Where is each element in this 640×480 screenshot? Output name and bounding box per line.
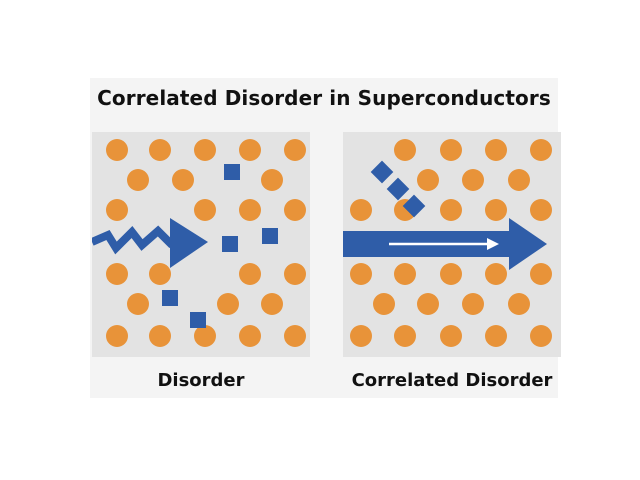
atom-circle bbox=[284, 263, 306, 285]
atom-circle bbox=[462, 293, 484, 315]
atom-circle bbox=[508, 293, 530, 315]
atom-circle bbox=[394, 263, 416, 285]
defect-square bbox=[190, 312, 206, 328]
defect-square bbox=[222, 236, 238, 252]
atom-circle bbox=[149, 263, 171, 285]
atom-circle bbox=[239, 325, 261, 347]
atom-circle bbox=[284, 139, 306, 161]
atom-circle bbox=[440, 199, 462, 221]
atom-circle bbox=[172, 169, 194, 191]
atom-circle bbox=[239, 139, 261, 161]
atom-circle bbox=[417, 169, 439, 191]
atom-circle bbox=[485, 263, 507, 285]
atom-circle bbox=[462, 169, 484, 191]
atom-circle bbox=[485, 325, 507, 347]
atom-circle bbox=[194, 325, 216, 347]
atom-circle bbox=[440, 325, 462, 347]
atom-circle bbox=[394, 325, 416, 347]
atom-circle bbox=[261, 169, 283, 191]
atom-circle bbox=[149, 139, 171, 161]
atom-circle bbox=[106, 199, 128, 221]
atom-circle bbox=[350, 325, 372, 347]
figure: Correlated Disorder in Superconductors D… bbox=[90, 78, 561, 398]
atom-circle bbox=[530, 263, 552, 285]
diagram-title: Correlated Disorder in Superconductors bbox=[97, 86, 551, 110]
atom-circle bbox=[194, 199, 216, 221]
atom-circle bbox=[127, 169, 149, 191]
atom-circle bbox=[149, 325, 171, 347]
atom-circle bbox=[440, 139, 462, 161]
atom-circle bbox=[106, 139, 128, 161]
atom-circle bbox=[485, 199, 507, 221]
defect-square bbox=[370, 160, 394, 184]
correlated-disorder-panel bbox=[343, 132, 561, 357]
atom-circle bbox=[284, 199, 306, 221]
atom-circle bbox=[394, 139, 416, 161]
zigzag-arrow-head bbox=[170, 218, 208, 268]
atom-circle bbox=[485, 139, 507, 161]
atom-circle bbox=[217, 293, 239, 315]
defect-square bbox=[162, 290, 178, 306]
disorder-panel bbox=[92, 132, 310, 357]
atom-circle bbox=[350, 263, 372, 285]
disorder-caption: Disorder bbox=[157, 370, 245, 391]
atom-circle bbox=[284, 325, 306, 347]
atom-circle bbox=[440, 263, 462, 285]
atom-circle bbox=[417, 293, 439, 315]
atom-circle bbox=[106, 325, 128, 347]
atom-circle bbox=[373, 293, 395, 315]
atom-circle bbox=[508, 169, 530, 191]
defect-square bbox=[224, 164, 240, 180]
atom-circle bbox=[106, 263, 128, 285]
atom-circle bbox=[261, 293, 283, 315]
correlated-disorder-lattice bbox=[343, 139, 552, 347]
atom-circle bbox=[194, 139, 216, 161]
defect-square bbox=[386, 177, 410, 201]
correlated-disorder-caption: Correlated Disorder bbox=[351, 370, 553, 391]
straight-arrow-head bbox=[509, 218, 547, 270]
atom-circle bbox=[127, 293, 149, 315]
atom-circle bbox=[350, 199, 372, 221]
atom-circle bbox=[530, 199, 552, 221]
defect-square bbox=[262, 228, 278, 244]
atom-circle bbox=[530, 139, 552, 161]
disorder-lattice bbox=[92, 139, 306, 347]
atom-circle bbox=[239, 263, 261, 285]
zigzag-arrow-shaft bbox=[92, 225, 183, 255]
inner-arrow-head bbox=[487, 238, 499, 250]
atom-circle bbox=[239, 199, 261, 221]
atom-circle bbox=[530, 325, 552, 347]
